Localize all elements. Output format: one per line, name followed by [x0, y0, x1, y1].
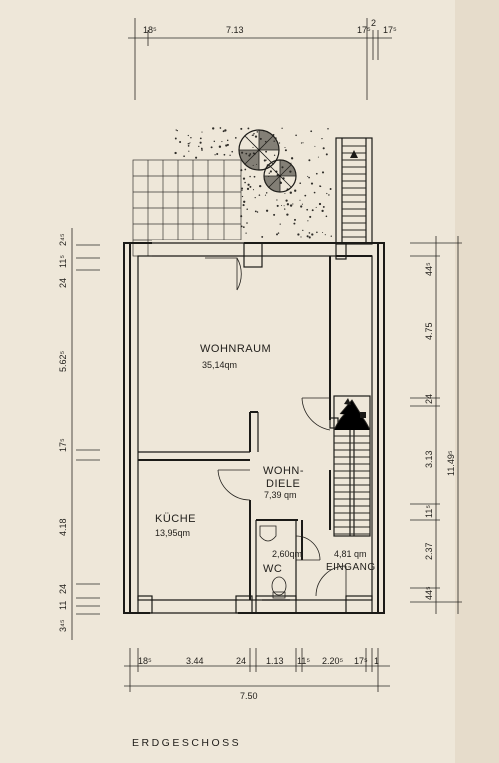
room-area-kueche: 13,95qm [155, 528, 190, 538]
dim-right-2: 4.75 [424, 322, 434, 340]
dim-bottom-8: 1 [374, 656, 379, 666]
top-dimension-line: 18⁵ 7.13 17⁵ 2 17⁵ [128, 18, 397, 100]
dim-right-6: 2.37 [424, 542, 434, 560]
dim-bottom-1: 18⁵ [138, 656, 152, 666]
building-walls [123, 240, 385, 615]
floor-title: ERDGESCHOSS [132, 737, 241, 749]
room-area-wohndiele: 7,39 qm [264, 490, 297, 500]
dim-left-4: 5.62⁵ [58, 350, 68, 372]
dim-bottom-5: 11⁵ [297, 656, 310, 666]
dim-bottom-2: 3.44 [186, 656, 204, 666]
room-label-eingang: EINGANG [326, 562, 376, 573]
wc-fixtures [259, 525, 287, 599]
dim-top-2: 7.13 [226, 25, 244, 35]
dim-bottom-6: 2.20⁵ [322, 656, 344, 666]
dim-left-5: 17⁵ [58, 438, 68, 452]
dim-top-1: 18⁵ [143, 25, 157, 35]
dim-left-6: 4.18 [58, 518, 68, 536]
room-label-wohndiele-1: WOHN- [263, 465, 304, 477]
doors [205, 257, 347, 597]
internal-stair [333, 395, 371, 537]
room-label-wohnraum: WOHNRAUM [200, 343, 271, 355]
room-label-wohndiele-2: DIELE [266, 478, 300, 490]
dim-bottom-total: 7.50 [240, 691, 258, 701]
paper-shade [455, 0, 499, 763]
dim-top-4: 2 [371, 18, 376, 28]
dim-left-1: 2⁴⁵ [58, 233, 68, 246]
dim-right-total: 11.49⁵ [446, 450, 456, 476]
dim-top-3: 17⁵ [357, 25, 371, 35]
dim-right-1: 44⁵ [424, 262, 434, 276]
dim-left-9: 3⁴⁵ [58, 619, 68, 632]
bottom-dimension-line: 18⁵ 3.44 24 1.13 11⁵ 2.20⁵ 17⁵ 1 7.50 [124, 648, 390, 701]
dim-right-3: 24 [424, 394, 434, 404]
room-label-wc: WC [263, 563, 282, 575]
room-label-kueche: KÜCHE [155, 513, 196, 525]
dim-top-5: 17⁵ [383, 25, 397, 35]
dim-left-2: 11⁵ [58, 255, 68, 268]
room-area-eingang: 4,81 qm [334, 549, 367, 559]
dim-bottom-7: 17⁵ [354, 656, 368, 666]
dim-left-8: 11 [58, 601, 68, 610]
left-dimension-line: 2⁴⁵ 11⁵ 24 5.62⁵ 17⁵ 4.18 24 11 3⁴⁵ [58, 228, 100, 640]
dim-left-3: 24 [58, 278, 68, 288]
garden-plant-2 [263, 159, 297, 193]
dim-bottom-3: 24 [236, 656, 246, 666]
room-area-wc: 2,60qm [272, 549, 302, 559]
dim-right-7: 44⁵ [424, 586, 434, 600]
right-dimension-line: 44⁵ 4.75 24 3.13 11⁵ 2.37 44⁵ 11.49⁵ [410, 236, 462, 614]
dim-bottom-4: 1.13 [266, 656, 284, 666]
garden-plant-1 [238, 129, 280, 171]
external-stair [335, 137, 373, 245]
dim-right-5: 11⁵ [424, 505, 434, 518]
room-area-wohnraum: 35,14qm [202, 360, 237, 370]
dim-right-4: 3.13 [424, 450, 434, 468]
dim-left-7: 24 [58, 584, 68, 594]
